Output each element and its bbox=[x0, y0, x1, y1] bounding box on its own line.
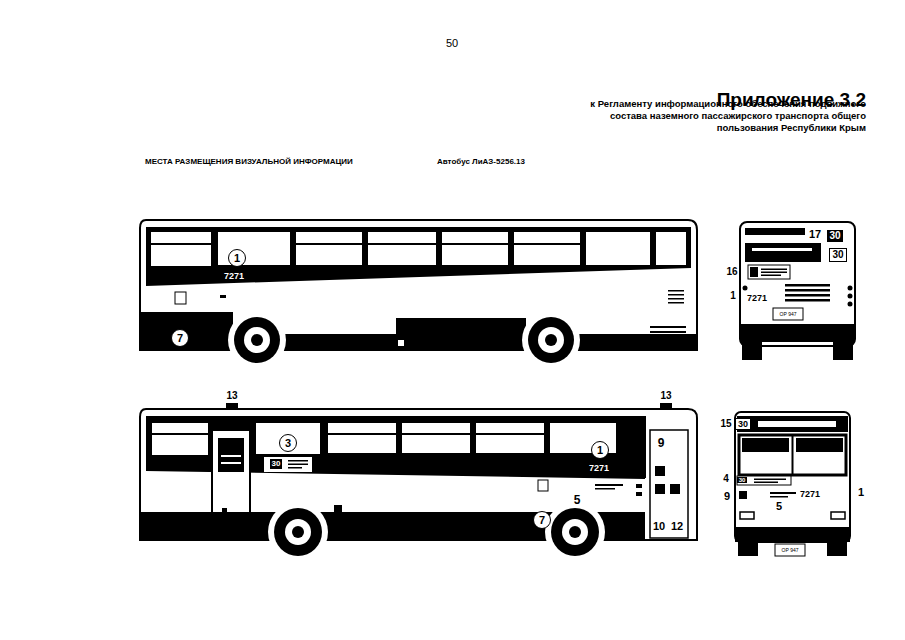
route-number-box: 30 bbox=[737, 477, 748, 484]
route-number: 30 bbox=[272, 459, 281, 468]
heading: Автобус ЛиАЗ-5256.13 bbox=[437, 157, 525, 167]
callout-number: 13 bbox=[226, 390, 237, 402]
callout-number: 1 bbox=[234, 252, 240, 264]
subtitle: к Регламенту информационного обеспечения… bbox=[566, 98, 866, 134]
callout-circle: 1 bbox=[228, 249, 246, 267]
fleet-number: 7271 bbox=[800, 489, 820, 500]
callout-circle: 7 bbox=[171, 329, 189, 347]
bus-side-right bbox=[140, 220, 697, 369]
callout-number: 12 bbox=[671, 520, 683, 533]
fleet-number: 7271 bbox=[747, 293, 767, 304]
callout-number: 5 bbox=[776, 500, 782, 513]
route-number: 30 bbox=[832, 249, 843, 261]
callout-circle: 1 bbox=[591, 441, 609, 459]
bus-side-left bbox=[140, 403, 697, 562]
bus-front bbox=[735, 412, 850, 556]
fleet-number: 7271 bbox=[224, 271, 244, 282]
route-number-box: 30 bbox=[829, 248, 846, 262]
callout-number: 1 bbox=[858, 486, 864, 499]
callout-number: 9 bbox=[658, 436, 665, 450]
callout-number: 3 bbox=[285, 437, 291, 449]
route-number-box: 30 bbox=[735, 418, 751, 430]
route-number: 30 bbox=[829, 230, 840, 242]
callout-circle: 7 bbox=[533, 511, 551, 529]
callout-number: 9 bbox=[724, 490, 730, 503]
callout-number: 5 bbox=[574, 493, 581, 507]
callout-number: 10 bbox=[653, 520, 665, 533]
callout-number: 13 bbox=[660, 390, 671, 402]
callout-circle: 3 bbox=[279, 434, 297, 452]
plate-number: ОР 947 bbox=[782, 547, 799, 553]
plate-number: ОР 947 bbox=[780, 311, 797, 317]
fleet-number: 7271 bbox=[589, 463, 609, 474]
callout-number: 1 bbox=[730, 290, 736, 302]
route-number: 30 bbox=[739, 477, 746, 484]
heading: МЕСТА РАЗМЕЩЕНИЯ ВИЗУАЛЬНОЙ ИНФОРМАЦИИ bbox=[145, 157, 353, 167]
callout-number: 15 bbox=[720, 418, 731, 430]
route-number-box: 30 bbox=[827, 230, 842, 242]
bus-rear bbox=[740, 222, 855, 360]
route-number: 30 bbox=[738, 419, 748, 429]
callout-number: 7 bbox=[177, 332, 183, 344]
callout-number: 17 bbox=[809, 228, 821, 241]
callout-number: 16 bbox=[726, 266, 737, 278]
callout-number: 1 bbox=[597, 444, 603, 456]
route-number-box: 30 bbox=[270, 459, 283, 468]
callout-number: 4 bbox=[723, 473, 729, 485]
page-number: 50 bbox=[446, 37, 458, 50]
callout-number: 7 bbox=[539, 514, 545, 526]
